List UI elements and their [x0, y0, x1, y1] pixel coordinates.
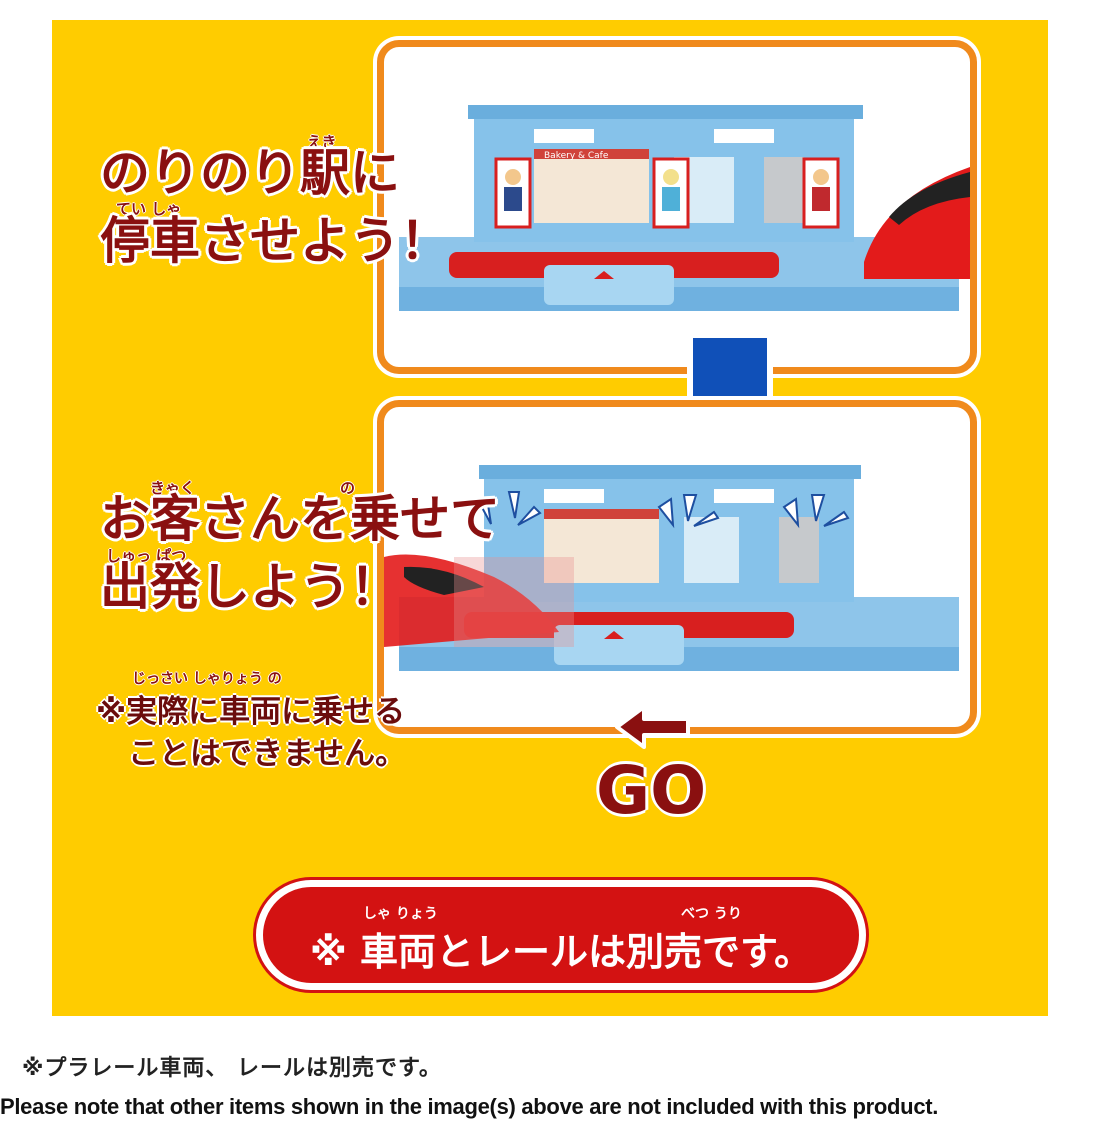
station-stopped-illustration: Bakery & Cafe — [399, 105, 970, 311]
caution-line1: ※実際に車両に乗せる — [96, 694, 406, 730]
left-arrow-icon — [615, 705, 690, 749]
caution-ruby: じっさい しゃりょう の — [132, 671, 282, 687]
footer-japanese-note: ※プラレール車両、 レールは別売です。 — [22, 1056, 442, 1081]
step2-heading-line2: 出発しよう！ — [100, 558, 400, 616]
ruby-teisha: てい しゃ — [116, 200, 182, 218]
sold-separately-notice: しゃ りょう べつ うり ※ 車両とレールは別売です。 — [256, 880, 866, 990]
footer-english-note: Please note that other items shown in th… — [0, 1094, 939, 1119]
ruby-kyaku: きゃく — [150, 479, 196, 497]
step2-heading-line1: お客さんを乗せて — [100, 490, 500, 548]
ruby-shuppatsu: しゅっ ぱつ — [106, 547, 187, 565]
shop-sign: Bakery & Cafe — [544, 151, 609, 161]
go-label: GO — [596, 752, 707, 829]
step1-heading-line2: 停車させよう！ — [100, 212, 450, 270]
ruby-sharyo: しゃ りょう — [363, 906, 438, 922]
step1-heading-line1: のりのり駅に — [100, 144, 400, 202]
caution-line2: ことはできません。 — [128, 736, 407, 772]
ruby-betsuuri: べつ うり — [681, 906, 742, 922]
station-departing-illustration — [384, 465, 959, 671]
ruby-eki: えき — [307, 133, 337, 151]
station-image-stopped: Bakery & Cafe — [377, 40, 977, 374]
notice-text: ※ 車両とレールは別売です。 — [309, 930, 813, 974]
ruby-no: の — [340, 479, 356, 497]
station-image-departing — [377, 400, 977, 734]
